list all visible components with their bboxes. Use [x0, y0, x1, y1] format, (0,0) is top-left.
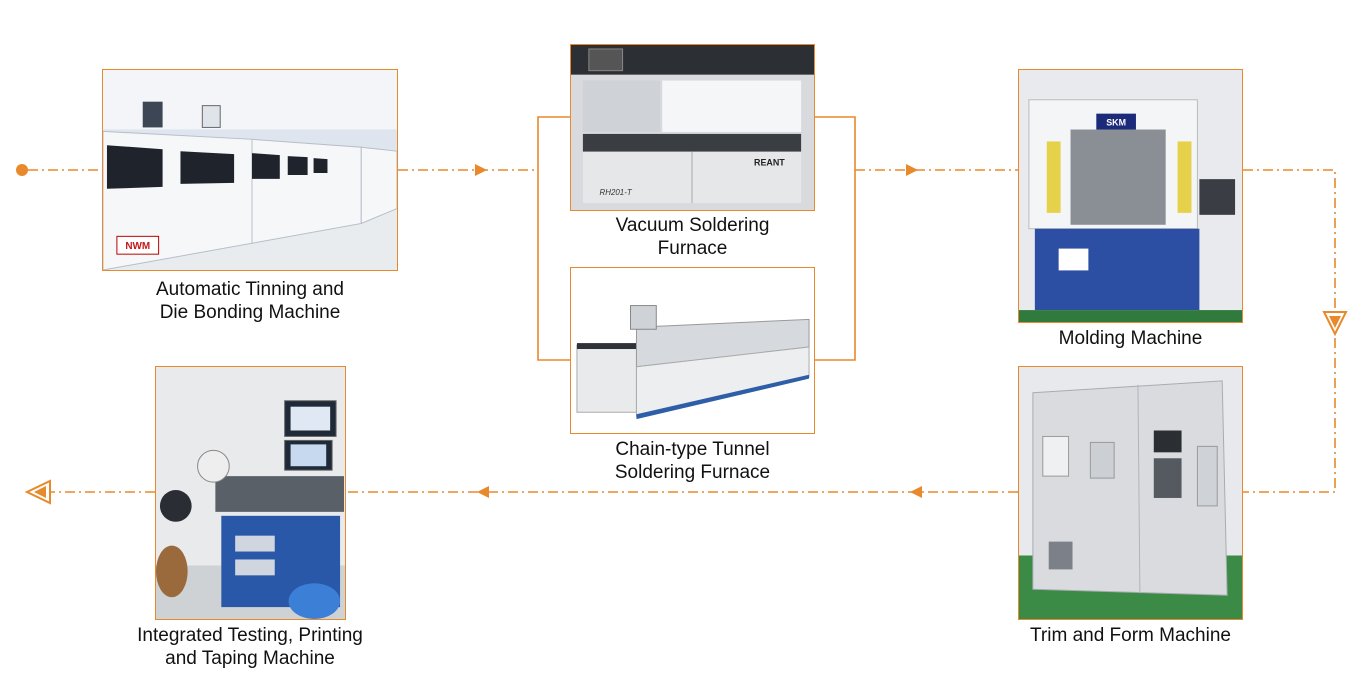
caption-tinning-machine: Automatic Tinning and Die Bonding Machin…	[155, 279, 344, 323]
arrow-left-big	[24, 479, 51, 505]
photo-tinning-brand: NWM	[125, 241, 150, 252]
photo-vacuum-furnace: REANT RH201-T	[570, 44, 815, 211]
arrow-left-1	[910, 486, 922, 498]
photo-molding-machine: SKM	[1018, 69, 1243, 323]
arrow-right-1	[475, 164, 487, 176]
photo-vacuum-model: RH201-T	[600, 188, 633, 197]
photo-testing-taping-machine	[155, 366, 346, 620]
photo-trim-form-machine	[1018, 366, 1243, 620]
flow-start-dot	[16, 164, 28, 176]
caption-vacuum-furnace: Vacuum Soldering Furnace	[615, 215, 770, 259]
photo-tinning-machine: NWM	[102, 69, 398, 271]
photo-vacuum-brand: REANT	[754, 158, 785, 168]
arrow-down-big	[1322, 311, 1348, 337]
caption-chain-furnace: Chain-type Tunnel Soldering Furnace	[614, 439, 771, 483]
caption-molding-machine: Molding Machine	[1058, 328, 1203, 349]
photo-molding-brand: SKM	[1106, 118, 1126, 128]
arrow-left-2	[477, 486, 489, 498]
photo-chain-furnace	[570, 267, 815, 434]
caption-testing-taping-machine: Integrated Testing, Printing and Taping …	[137, 625, 363, 669]
caption-trim-form-machine: Trim and Form Machine	[1030, 625, 1231, 646]
arrow-right-2	[906, 164, 918, 176]
